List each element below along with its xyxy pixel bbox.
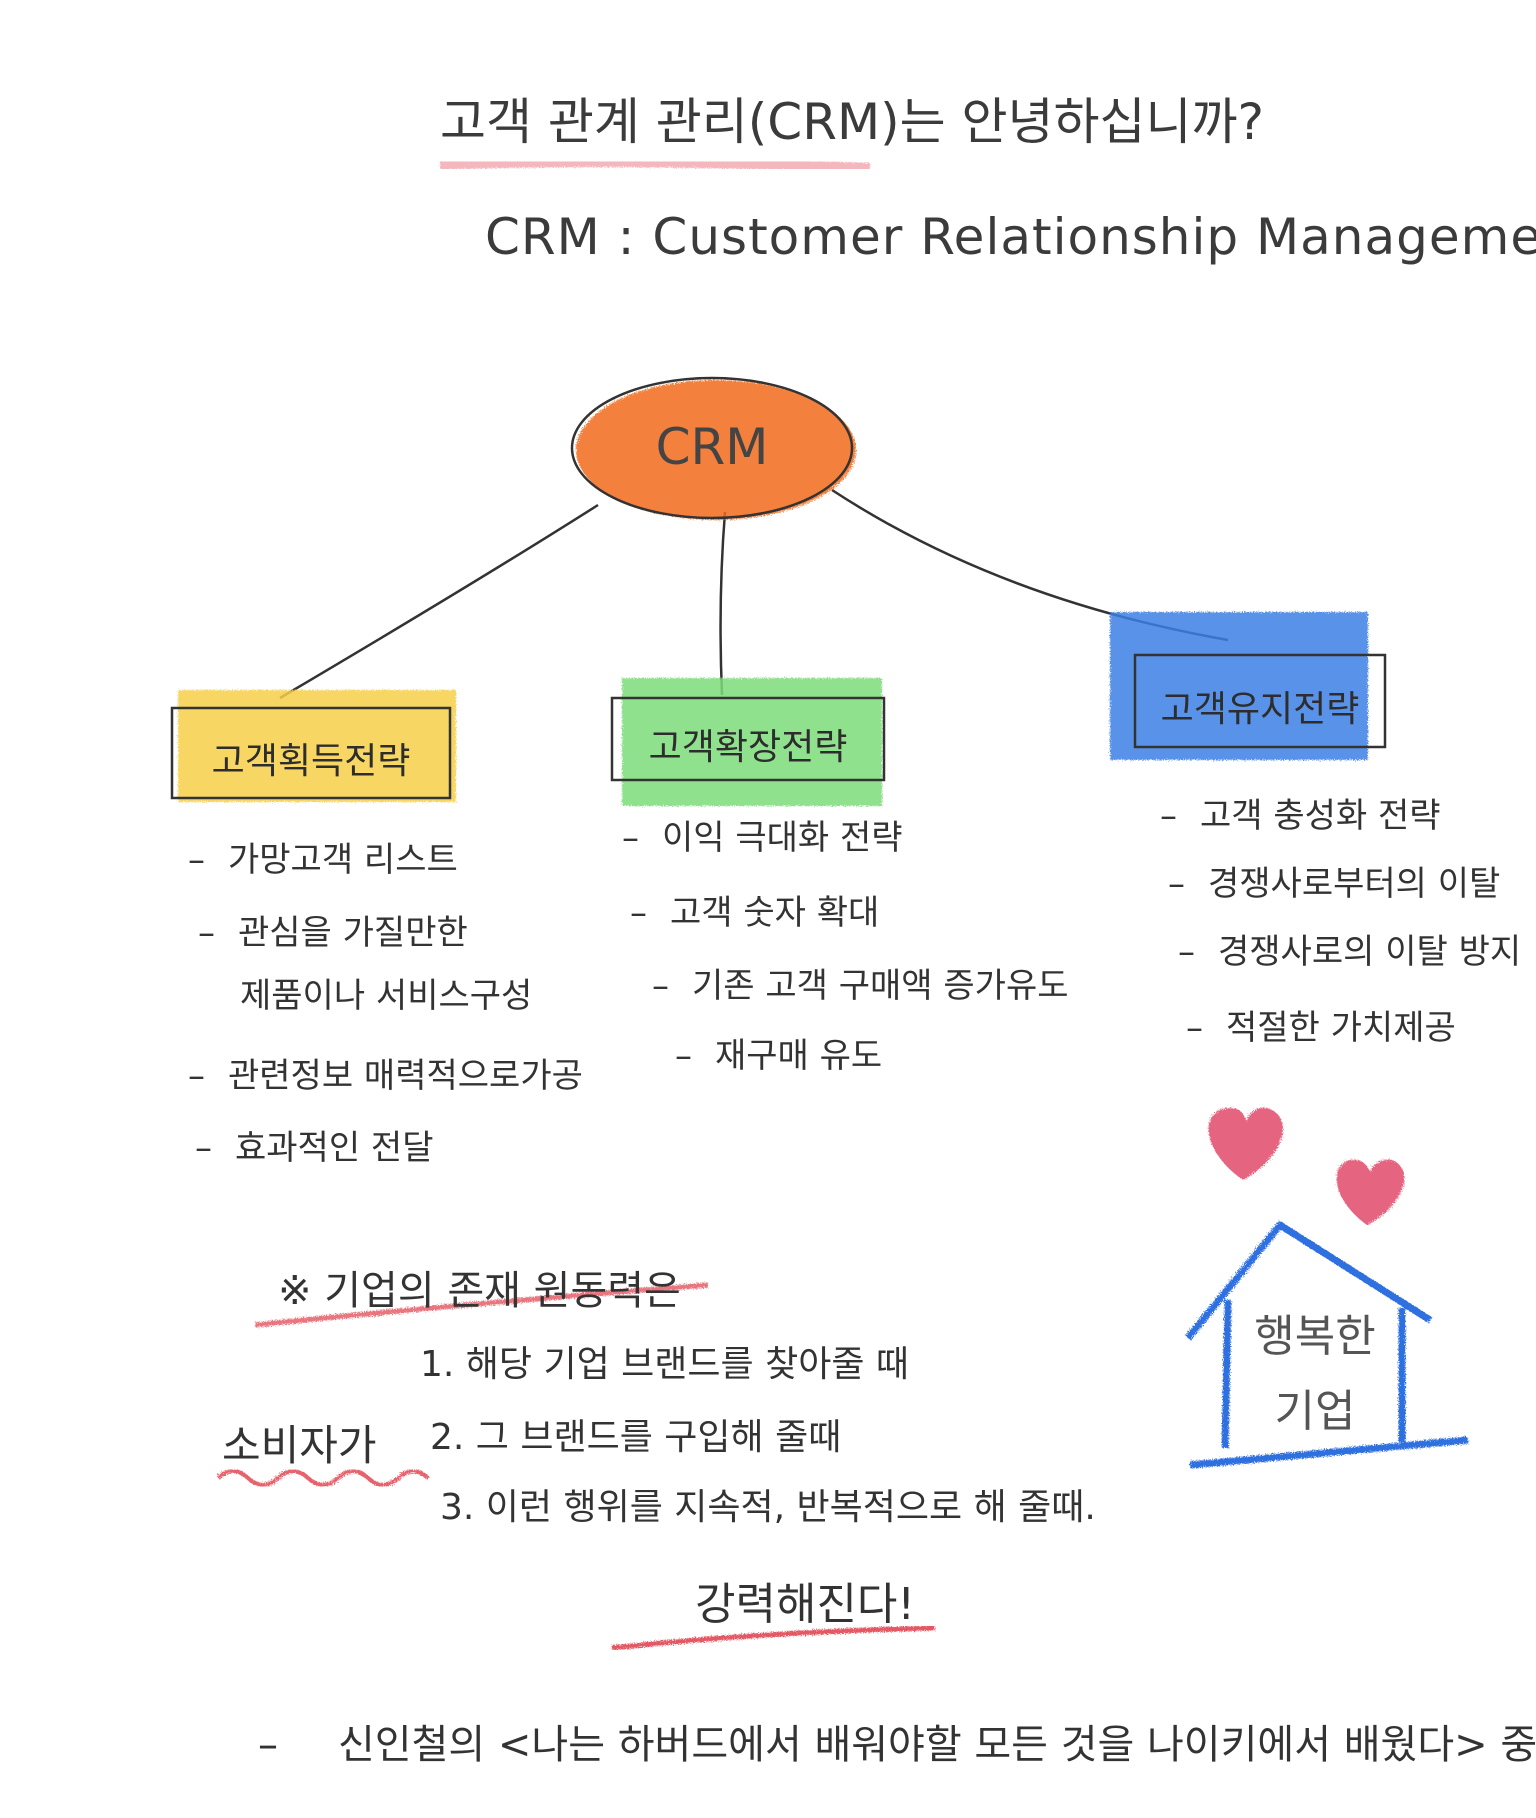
note-point-2: 2. 그 브랜드를 구입해 줄때 bbox=[430, 1417, 842, 1458]
house-label-line1: 행복한 bbox=[1254, 1311, 1376, 1362]
list-item: –기존 고객 구매액 증가유도 bbox=[652, 966, 1069, 1006]
subject-wavy-underline bbox=[216, 1469, 430, 1487]
note-conclusion: 강력해진다! bbox=[695, 1579, 916, 1630]
note-heading-underline bbox=[254, 1282, 709, 1328]
note-subject: 소비자가 bbox=[222, 1421, 377, 1470]
heart-icon bbox=[1336, 1159, 1405, 1225]
crm-node-outline bbox=[570, 376, 854, 520]
page-subtitle: CRM : Customer Relationship Management bbox=[485, 208, 1536, 266]
list-item: –효과적인 전달 bbox=[195, 1128, 434, 1168]
footer-source: –신인철의 <나는 하버드에서 배워야할 모든 것을 나이키에서 배웠다> 중 bbox=[258, 1722, 1536, 1768]
list-item: 제품이나 서비스구성 bbox=[240, 976, 533, 1016]
connector-middle bbox=[719, 511, 727, 696]
branch-2-highlight bbox=[622, 678, 882, 806]
branch-3-label: 고객유지전략 bbox=[1160, 689, 1360, 730]
list-item: –고객 충성화 전략 bbox=[1160, 796, 1441, 836]
conclusion-underline bbox=[611, 1625, 936, 1651]
branch-3-highlight bbox=[1110, 612, 1368, 760]
list-item: –가망고객 리스트 bbox=[188, 840, 458, 880]
branch-2-label: 고객확장전략 bbox=[648, 727, 848, 768]
crm-node-label: CRM bbox=[655, 418, 769, 476]
note-heading: ※ 기업의 존재 원동력은 bbox=[278, 1268, 681, 1314]
list-item: –이익 극대화 전략 bbox=[622, 818, 903, 858]
note-point-1: 1. 해당 기업 브랜드를 찾아줄 때 bbox=[420, 1344, 910, 1385]
crm-node-fill bbox=[576, 380, 856, 520]
connector-left bbox=[279, 503, 599, 700]
list-item: –경쟁사로부터의 이탈 bbox=[1168, 864, 1501, 904]
house-label-line2: 기업 bbox=[1274, 1386, 1356, 1437]
list-item: –재구매 유도 bbox=[675, 1036, 883, 1076]
branch-1-outline bbox=[170, 706, 452, 800]
list-item: –관련정보 매력적으로가공 bbox=[188, 1056, 583, 1096]
list-item: –고객 숫자 확대 bbox=[630, 893, 880, 933]
list-item: –적절한 가치제공 bbox=[1186, 1008, 1456, 1048]
branch-2-outline bbox=[610, 696, 886, 782]
note-point-3: 3. 이런 행위를 지속적, 반복적으로 해 줄때. bbox=[440, 1487, 1096, 1528]
house-drawing bbox=[1185, 1220, 1469, 1469]
branch-3-outline bbox=[1133, 653, 1387, 749]
branch-1-label: 고객획득전략 bbox=[211, 741, 411, 782]
page-title: 고객 관계 관리(CRM)는 안녕하십니까? bbox=[440, 93, 1265, 151]
title-underline bbox=[439, 157, 871, 173]
list-item: –관심을 가질만한 bbox=[198, 913, 468, 953]
list-item: –경쟁사로의 이탈 방지 bbox=[1178, 932, 1522, 972]
heart-icon bbox=[1208, 1107, 1283, 1180]
